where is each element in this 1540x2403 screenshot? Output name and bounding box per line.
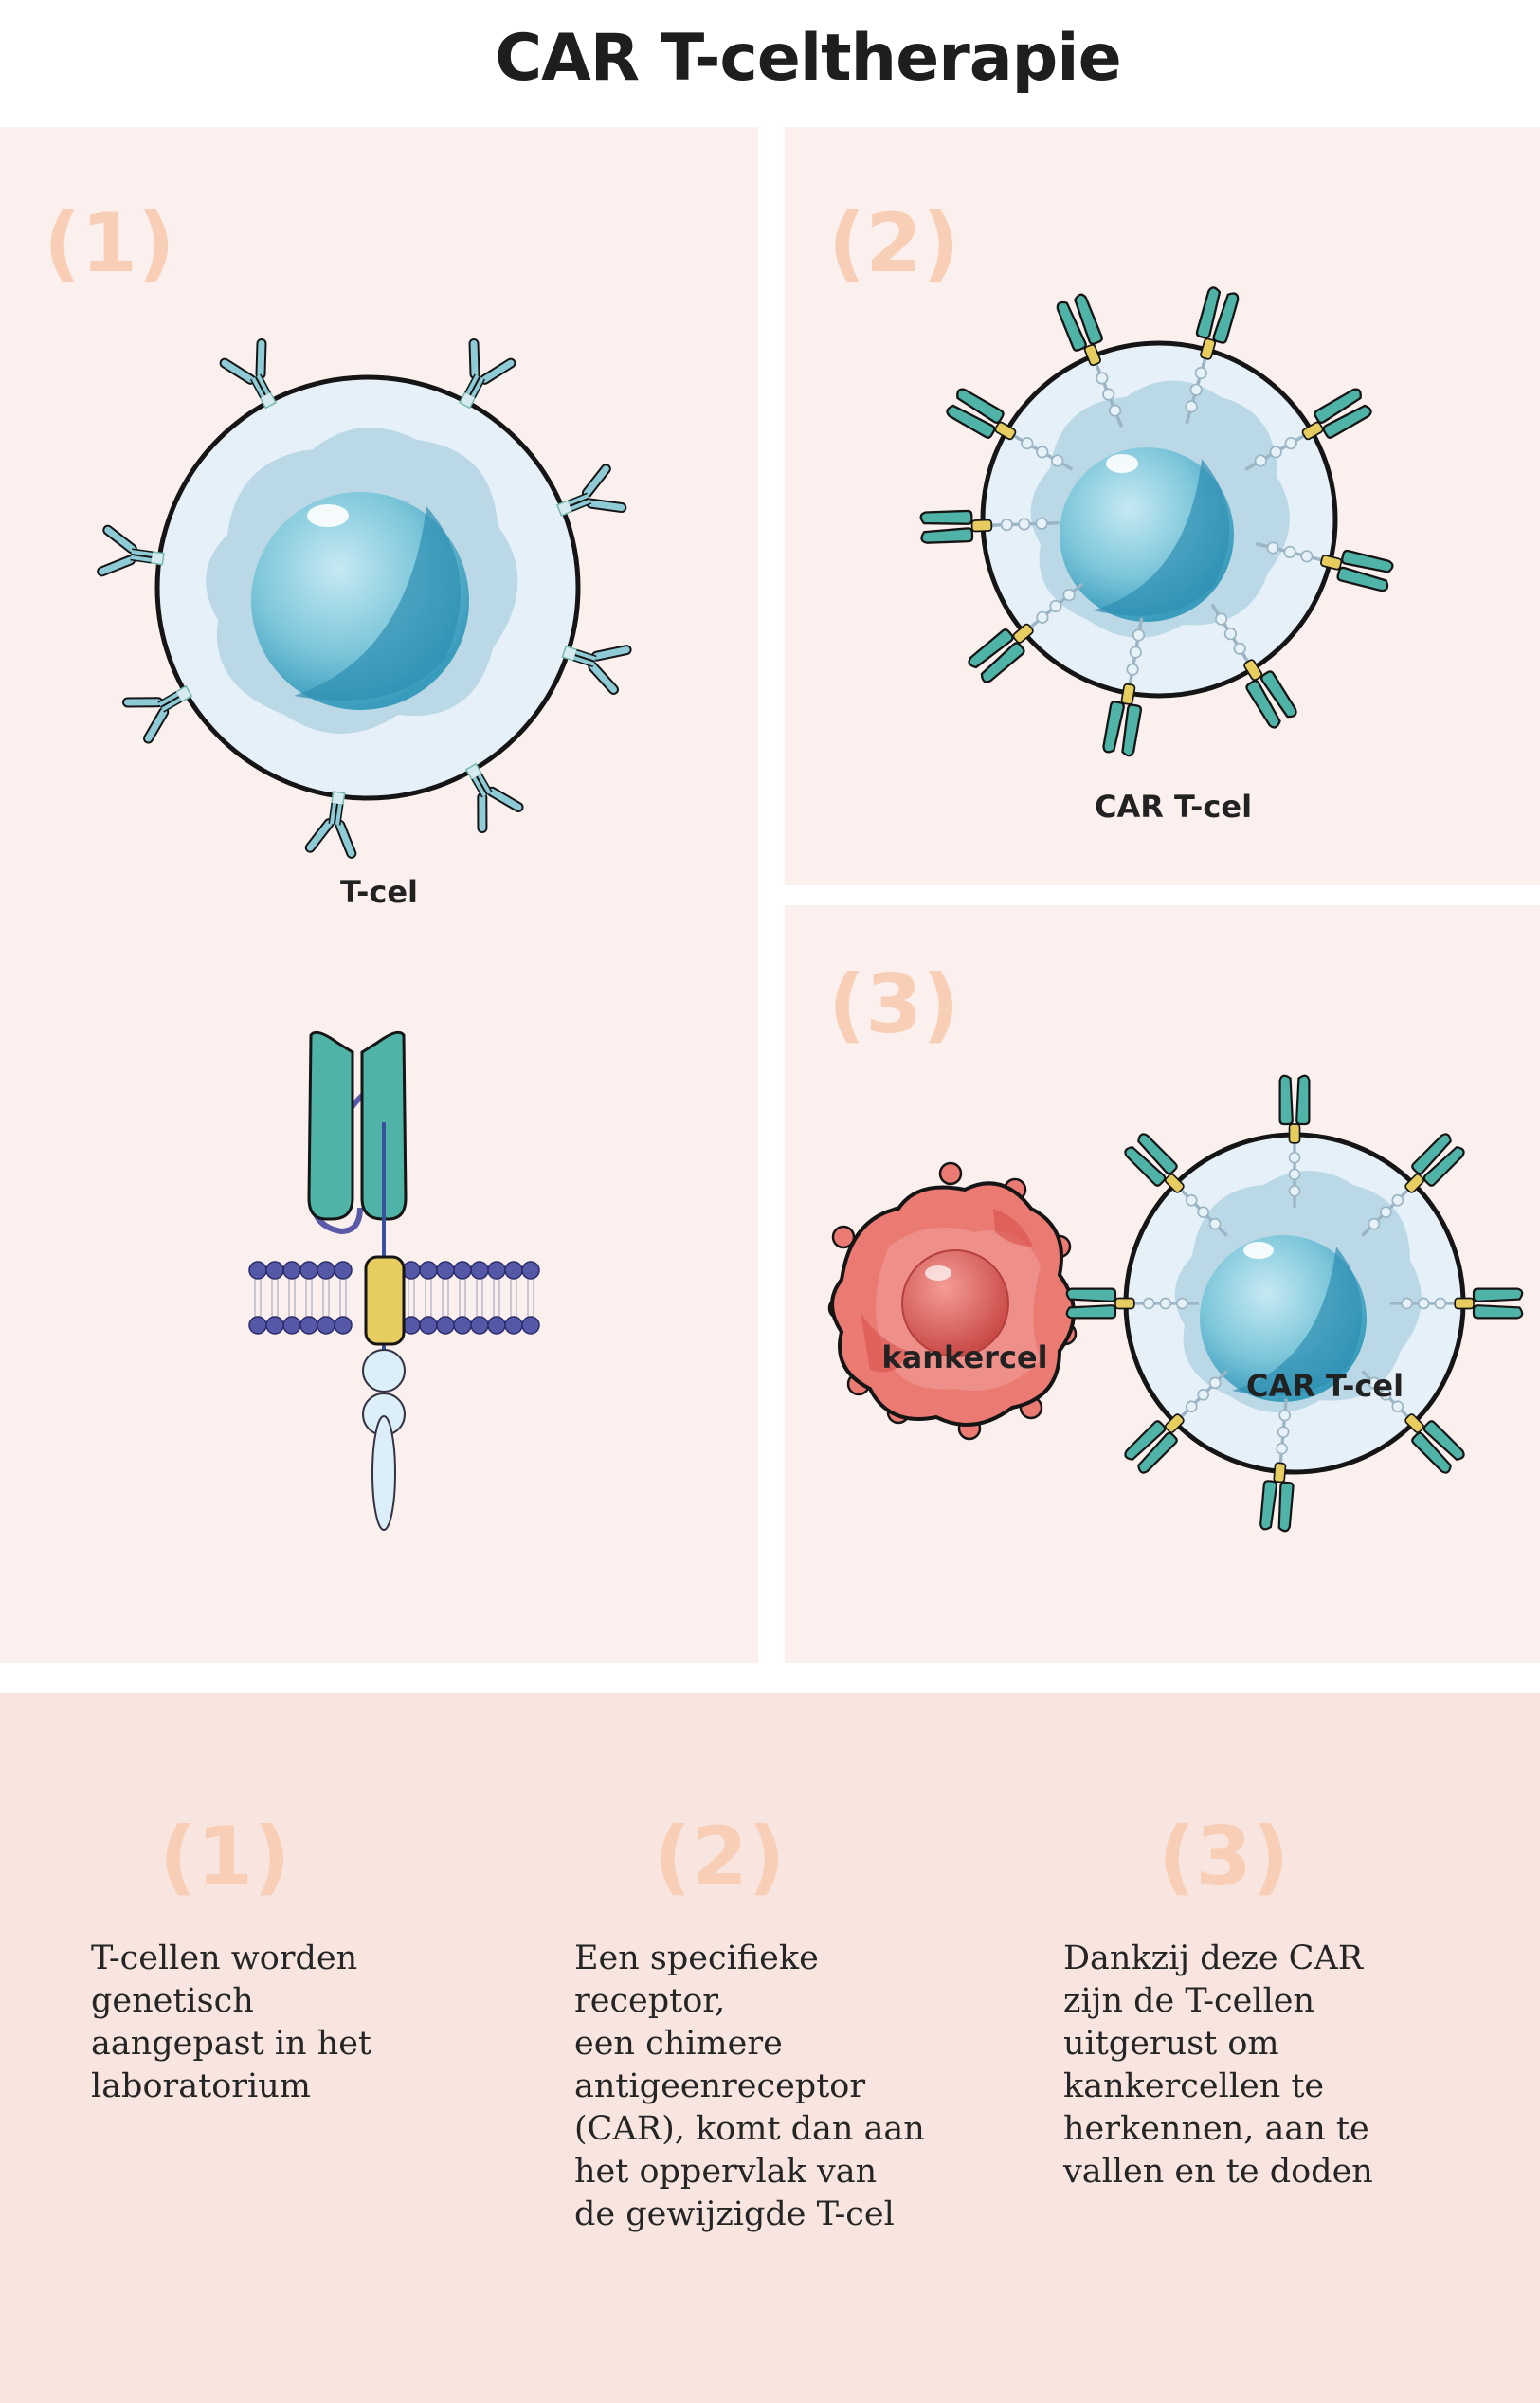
car-receptor-mark [1102,617,1146,757]
step-2-text: Een specifieke receptor, een chimere ant… [574,1939,925,2233]
car-receptor-mark [968,582,1084,683]
cancer-cell [827,1161,1078,1441]
panel-3-number: (3) [828,957,960,1052]
car-t-cell [980,340,1338,699]
car-receptor-mark [919,509,1060,544]
step-1-text: T-cellen worden genetisch aangepast in h… [91,1939,371,2105]
cancer-antigen [938,1161,963,1186]
car-receptor-mark [1065,1287,1200,1320]
car-receptor-mark [1185,286,1240,425]
car-receptor-mark [1361,1370,1465,1474]
tcr-receptor [555,464,627,517]
panel-car-t-attacks-cancer: (3) [785,905,1540,1663]
tcr-receptor [97,524,165,577]
lipid-bilayer [248,1261,540,1335]
t-cell [154,374,581,801]
page-title: CAR T-celtherapie [495,21,1121,96]
car-receptor-membrane-diagram [248,1030,540,1531]
car-receptors [1065,1074,1524,1533]
panel-car-t-cell: (2) CAR T-cel [785,127,1540,885]
car-receptor-mark [946,388,1074,471]
step-3-text: Dankzij deze CAR zijn de T-cellen uitger… [1063,1939,1373,2191]
step-2-number: (2) [654,1810,786,1904]
panel-1-number: (1) [44,196,175,291]
car-receptor-mark [1124,1133,1228,1237]
car-receptor-mark [1389,1287,1524,1320]
car-receptor-mark [1361,1133,1465,1237]
car-receptor-mark [1278,1074,1311,1209]
tcr-receptor [304,791,357,859]
explanation-panel: (1) T-cellen worden genetisch aangepast … [0,1693,1540,2403]
t-cell-receptors [97,337,632,859]
car-receptor-mark [1124,1370,1228,1474]
panel-t-cell: (1) T-cel [0,127,758,1663]
car-t-cell-label: CAR T-cel [1094,789,1253,825]
car-t-cell-label-3: CAR T-cel [1245,1368,1404,1404]
tcr-receptor [219,337,277,410]
car-receptor-mark [1255,541,1394,592]
car-receptor [307,1030,408,1531]
tcr-receptor [464,762,524,833]
car-receptor-mark [1244,388,1372,471]
car-t-cell-illustration [919,286,1394,757]
tcr-receptor [459,337,516,410]
cancer-attack-illustration [827,1074,1524,1533]
cancer-cell-label: kankercel [881,1339,1048,1375]
step-3-number: (3) [1158,1810,1290,1904]
tcr-receptor [122,684,193,744]
t-cell-illustration [97,337,632,859]
cancer-antigen [831,1225,856,1249]
t-cell-label: T-cel [339,874,419,910]
car-receptor-mark [1210,603,1297,729]
tcr-receptor [561,645,632,695]
car-receptors [919,286,1394,757]
panel-2-number: (2) [828,196,960,291]
car-receptor-mark [1056,293,1124,428]
step-1-number: (1) [159,1810,291,1904]
car-receptor-mark [1259,1398,1295,1533]
